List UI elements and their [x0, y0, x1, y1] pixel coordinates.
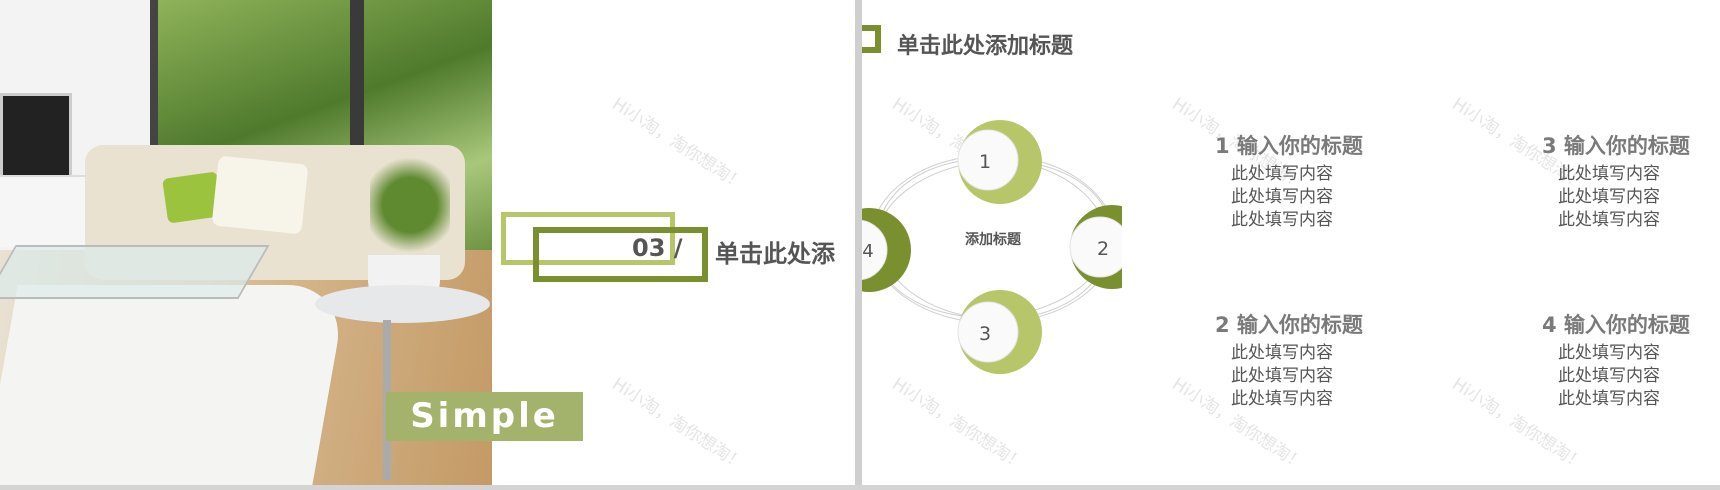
item-line: 此处填写内容 — [1231, 366, 1333, 386]
node-2[interactable]: 2 — [1069, 205, 1122, 289]
item-title[interactable]: 4 输入你的标题 — [1542, 313, 1690, 337]
item-line: 此处填写内容 — [1231, 210, 1333, 230]
node-label: 3 — [979, 323, 991, 345]
section-number: 03 / — [632, 234, 683, 262]
item-4: 4 输入你的标题 此处填写内容 此处填写内容 此处填写内容 — [1542, 309, 1690, 411]
content-slide: Hi小淘，淘你想淘！ Hi小淘，淘你想淘！ Hi小淘，淘你想淘！ Hi小淘，淘你… — [862, 0, 1720, 485]
watermark: Hi小淘，淘你想淘！ — [608, 94, 749, 195]
item-2: 2 输入你的标题 此处填写内容 此处填写内容 此处填写内容 — [1215, 309, 1363, 411]
item-line: 此处填写内容 — [1558, 389, 1660, 409]
title-marker — [862, 25, 881, 53]
slide-title[interactable]: 单击此处添加标题 — [897, 34, 1074, 59]
node-label: 1 — [979, 151, 991, 173]
watermark: Hi小淘，淘你想淘！ — [608, 374, 749, 475]
window-frame — [150, 0, 158, 250]
node-label: 4 — [862, 241, 873, 262]
item-title[interactable]: 1 输入你的标题 — [1215, 134, 1363, 158]
dark-green-frame — [533, 227, 708, 282]
tv-cabinet — [0, 175, 90, 247]
item-line: 此处填写内容 — [1558, 366, 1660, 386]
item-line: 此处填写内容 — [1231, 164, 1333, 184]
item-3: 3 输入你的标题 此处填写内容 此处填写内容 此处填写内容 — [1542, 130, 1690, 232]
node-3[interactable]: 3 — [957, 290, 1042, 374]
item-title[interactable]: 2 输入你的标题 — [1215, 313, 1363, 337]
item-1: 1 输入你的标题 此处填写内容 此处填写内容 此处填写内容 — [1215, 130, 1363, 232]
item-title[interactable]: 3 输入你的标题 — [1542, 134, 1690, 158]
glass-table — [0, 245, 270, 299]
slide-divider — [855, 0, 862, 485]
tv — [0, 93, 72, 182]
node-4[interactable]: 4 — [862, 208, 911, 292]
item-line: 此处填写内容 — [1231, 187, 1333, 207]
item-line: 此处填写内容 — [1558, 164, 1660, 184]
item-line: 此处填写内容 — [1558, 343, 1660, 363]
section-title[interactable]: 单击此处添 — [715, 240, 835, 268]
diagram-center-label: 添加标题 — [965, 231, 1022, 248]
plant — [370, 150, 450, 260]
item-line: 此处填写内容 — [1231, 343, 1333, 363]
node-1[interactable]: 1 — [957, 120, 1042, 204]
cycle-diagram: 1 3 2 4 添加标题 — [862, 120, 1122, 374]
item-line: 此处填写内容 — [1558, 210, 1660, 230]
side-table — [315, 285, 490, 323]
item-line: 此处填写内容 — [1231, 389, 1333, 409]
node-label: 2 — [1097, 238, 1109, 260]
simple-badge: Simple — [386, 392, 583, 441]
item-line: 此处填写内容 — [1558, 187, 1660, 207]
cushion — [211, 155, 309, 235]
rug — [0, 285, 348, 485]
living-room-photo — [0, 0, 492, 485]
light-green-frame — [501, 212, 675, 265]
